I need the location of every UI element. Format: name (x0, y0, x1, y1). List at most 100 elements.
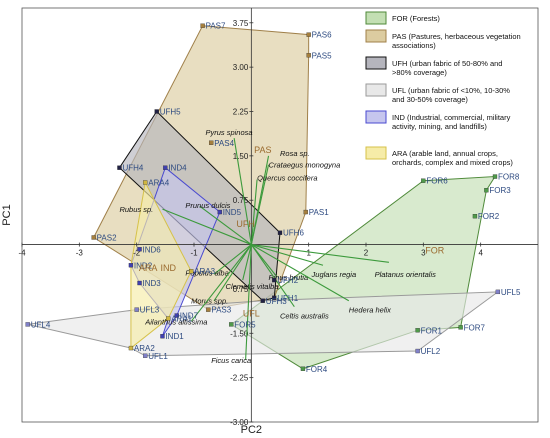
point-marker (209, 140, 214, 145)
point-label: UFH3 (266, 297, 287, 306)
point-marker (143, 353, 148, 358)
loading-vector (250, 164, 270, 245)
point-label: PAS4 (214, 139, 234, 148)
legend-swatch-ufh (365, 56, 387, 70)
loading-label: Quercus coccifera (257, 174, 317, 183)
point-marker (25, 322, 30, 327)
y-tick-label: -1.50 (230, 329, 249, 338)
x-tick-label: 1 (306, 249, 311, 258)
loading-vector (251, 244, 390, 263)
point-label: FOR6 (426, 177, 448, 186)
loading-label: Morus spp. (191, 297, 228, 306)
point-marker (458, 325, 463, 330)
legend-label-ufh: UFH (urban fabric of 50-80% and>80% cove… (392, 59, 502, 77)
point-label: FOR8 (498, 173, 520, 182)
point-marker (217, 209, 222, 215)
loading-label: Rubus sp. (119, 205, 153, 214)
legend-label-for: FOR (Forests) (392, 14, 440, 23)
point-label: IND4 (168, 164, 187, 173)
loading-vector (199, 205, 252, 246)
point-marker (272, 295, 277, 300)
loading-label: Crataegus monogyna (269, 161, 341, 170)
x-tick-label: 2 (364, 249, 369, 258)
group-hulls (27, 25, 500, 370)
y-tick-label: 2.25 (233, 108, 249, 117)
point-label: UFL1 (148, 352, 168, 361)
loading-vector (250, 244, 295, 307)
point-label: ARA4 (148, 178, 169, 187)
point-label: UFL4 (31, 320, 51, 329)
point-marker (421, 178, 426, 183)
loading-label: Celtis australis (280, 312, 329, 321)
point-marker (495, 289, 501, 295)
loading-label: Pinus brutia (269, 273, 309, 282)
point-label: FOR3 (489, 186, 511, 195)
loading-label: Clematis vitalba (226, 282, 279, 291)
loading-label: Populus alba (185, 268, 228, 277)
point-label: PAS6 (312, 31, 332, 40)
point-marker (166, 316, 171, 321)
centroid-label: IND (160, 263, 176, 273)
legend-swatch-for (365, 11, 387, 25)
loading-vector (251, 244, 324, 266)
point-marker (472, 214, 478, 219)
point-label: FOR7 (464, 323, 486, 332)
point-marker (492, 174, 498, 179)
point-label: FOR1 (421, 326, 443, 335)
plot-frame (21, 7, 539, 423)
point-marker (415, 348, 420, 354)
point-label: UFL3 (140, 306, 160, 315)
legend-swatch-ind (365, 110, 387, 124)
hull-ufl (27, 291, 500, 357)
point-marker (128, 345, 134, 351)
point-label: IND5 (223, 208, 242, 217)
point-label: FOR5 (234, 320, 256, 329)
x-axis-title: PC2 (241, 424, 262, 436)
y-tick-label: -3.00 (230, 418, 249, 427)
point-marker (174, 313, 179, 318)
point-marker (260, 298, 265, 303)
point-marker (163, 165, 168, 170)
centroid-label: ARA (139, 263, 158, 273)
loading-label: Ailanthus altissima (144, 317, 207, 326)
point-marker (300, 366, 306, 371)
loading-label: Pyrus spinosa (205, 128, 252, 137)
loading-vector (245, 244, 252, 360)
legend-swatch-ara (365, 146, 387, 160)
point-marker (200, 23, 205, 28)
x-tick-label: 4 (478, 249, 483, 258)
point-marker (160, 334, 165, 339)
loading-label: Rosa sp. (280, 149, 310, 158)
point-marker (188, 269, 194, 274)
point-label: ARA3 (194, 267, 215, 276)
point-label: PAS3 (211, 306, 231, 315)
centroid-label: PAS (254, 145, 271, 155)
loading-label: Juglans regia (311, 270, 357, 279)
point-label: PAS1 (309, 208, 329, 217)
point-marker (91, 235, 96, 240)
point-label: UFL5 (501, 288, 521, 297)
point-marker (303, 209, 308, 215)
y-tick-label: 1.50 (233, 152, 249, 161)
legend-label-ara: ARA (arable land, annual crops,orchards,… (392, 149, 513, 167)
point-marker (137, 247, 142, 252)
point-marker (415, 328, 420, 333)
loading-vector (213, 244, 252, 275)
loading-vector (190, 244, 252, 322)
legend: FOR (Forests) PAS (Pastures, herbaceous v… (365, 11, 521, 167)
point-label: UFH4 (122, 164, 143, 173)
point-label: IND3 (143, 279, 162, 288)
loading-label: Platanus orientalis (375, 270, 437, 279)
point-label: PAS5 (312, 51, 332, 60)
hull-ara (130, 180, 192, 350)
point-label: UFH2 (277, 276, 298, 285)
loading-label: Ficus carica (211, 356, 251, 365)
axes (21, 7, 539, 423)
point-label: FOR2 (478, 212, 500, 221)
y-tick-label: 0.75 (233, 285, 249, 294)
point-marker (306, 32, 311, 37)
